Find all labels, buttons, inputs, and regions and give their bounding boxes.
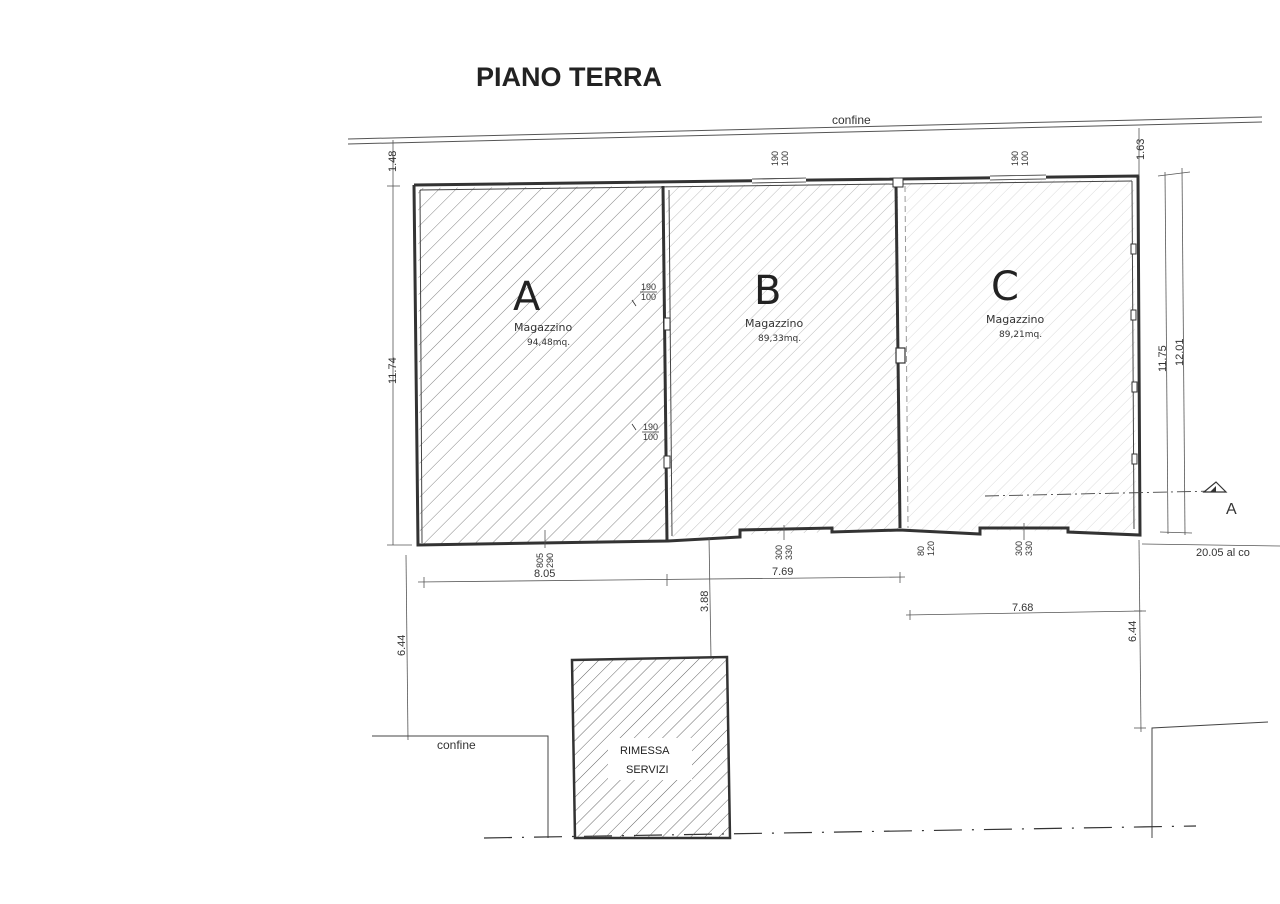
room-b-name: Magazzino [745, 317, 804, 330]
page-title: PIANO TERRA [476, 62, 662, 92]
opening-bottom-c: 300 330 [1014, 523, 1034, 556]
opening-mid-lower: 190 100 [631, 422, 659, 442]
building-walls [412, 174, 1142, 547]
room-a-name: Magazzino [514, 321, 573, 334]
svg-text:100: 100 [641, 292, 656, 302]
top-boundary: confine [347, 113, 1263, 145]
dim-annex-distance: 3.88 [699, 536, 712, 659]
dim-left-top: 1.48 11.74 [387, 140, 412, 546]
section-label: A [1226, 501, 1237, 518]
annex-building: RIMESSA SERVIZI [570, 655, 732, 840]
room-a-letter: A [513, 274, 541, 320]
section-line: A [984, 481, 1237, 518]
dim-width-c: 7.68 [905, 602, 1143, 620]
svg-text:330: 330 [1024, 541, 1034, 556]
svg-text:300: 300 [1014, 541, 1024, 556]
svg-text:6.44: 6.44 [1127, 621, 1139, 642]
dim-right-depth: 11.75 12.01 [1157, 167, 1193, 536]
dim-rear-left: 6.44 [396, 554, 409, 741]
svg-text:190: 190 [770, 151, 780, 166]
dim-right-top: 1.63 [1135, 128, 1147, 176]
svg-text:300: 300 [774, 545, 784, 560]
room-a-fill [418, 186, 666, 545]
svg-text:80: 80 [916, 546, 926, 556]
bottom-boundary: confine [372, 721, 1269, 839]
room-b-area: 89,33mq. [758, 334, 801, 344]
annex-line2: SERVIZI [626, 764, 669, 776]
opening-bottom-a: 805 290 [535, 530, 555, 568]
svg-text:100: 100 [643, 432, 658, 442]
boundary-label-top: confine [832, 113, 871, 127]
svg-text:1.48: 1.48 [387, 151, 399, 172]
room-a: A Magazzino 94,48mq. [513, 274, 573, 348]
room-b-letter: B [754, 268, 781, 314]
room-b: B Magazzino 89,33mq. [745, 268, 804, 344]
room-c-fill [906, 179, 1136, 532]
svg-text:8.05: 8.05 [534, 568, 555, 580]
boundary-label-bottom: confine [437, 738, 476, 752]
svg-text:120: 120 [926, 541, 936, 556]
svg-text:100: 100 [1020, 151, 1030, 166]
svg-text:20.05 al co: 20.05 al co [1196, 547, 1250, 559]
room-a-area: 94,48mq. [527, 338, 570, 348]
svg-text:100: 100 [780, 151, 790, 166]
room-c-area: 89,21mq. [999, 330, 1042, 340]
opening-mid-upper: 190 100 [631, 282, 657, 307]
svg-text:190: 190 [1010, 151, 1020, 166]
svg-text:7.69: 7.69 [772, 566, 793, 578]
room-c: C Magazzino 89,21mq. [986, 264, 1045, 340]
svg-text:11.74: 11.74 [387, 357, 399, 384]
annex-line1: RIMESSA [620, 745, 670, 757]
svg-text:6.44: 6.44 [396, 635, 408, 656]
opening-bottom-b: 300 330 [774, 525, 794, 560]
dim-rear-right: 6.44 [1127, 539, 1146, 733]
room-c-name: Magazzino [986, 313, 1045, 326]
room-c-letter: C [991, 264, 1019, 310]
opening-bottom-mid: 80 120 [916, 541, 936, 556]
svg-text:330: 330 [784, 545, 794, 560]
dim-far-right: 20.05 al co [1141, 543, 1280, 559]
room-b-fill [666, 183, 900, 537]
svg-text:11.75: 11.75 [1157, 345, 1169, 372]
dim-width-ab: 8.05 7.69 [417, 566, 906, 588]
svg-text:190: 190 [641, 282, 656, 292]
svg-text:1.63: 1.63 [1135, 139, 1147, 160]
svg-text:7.68: 7.68 [1012, 602, 1033, 614]
svg-text:805: 805 [535, 553, 545, 568]
svg-text:290: 290 [545, 553, 555, 568]
svg-text:190: 190 [643, 422, 658, 432]
opening-top-c: 190 100 [1010, 151, 1030, 166]
opening-top-b: 190 100 [770, 151, 790, 166]
svg-text:12.01: 12.01 [1174, 338, 1186, 366]
svg-text:3.88: 3.88 [699, 591, 711, 612]
